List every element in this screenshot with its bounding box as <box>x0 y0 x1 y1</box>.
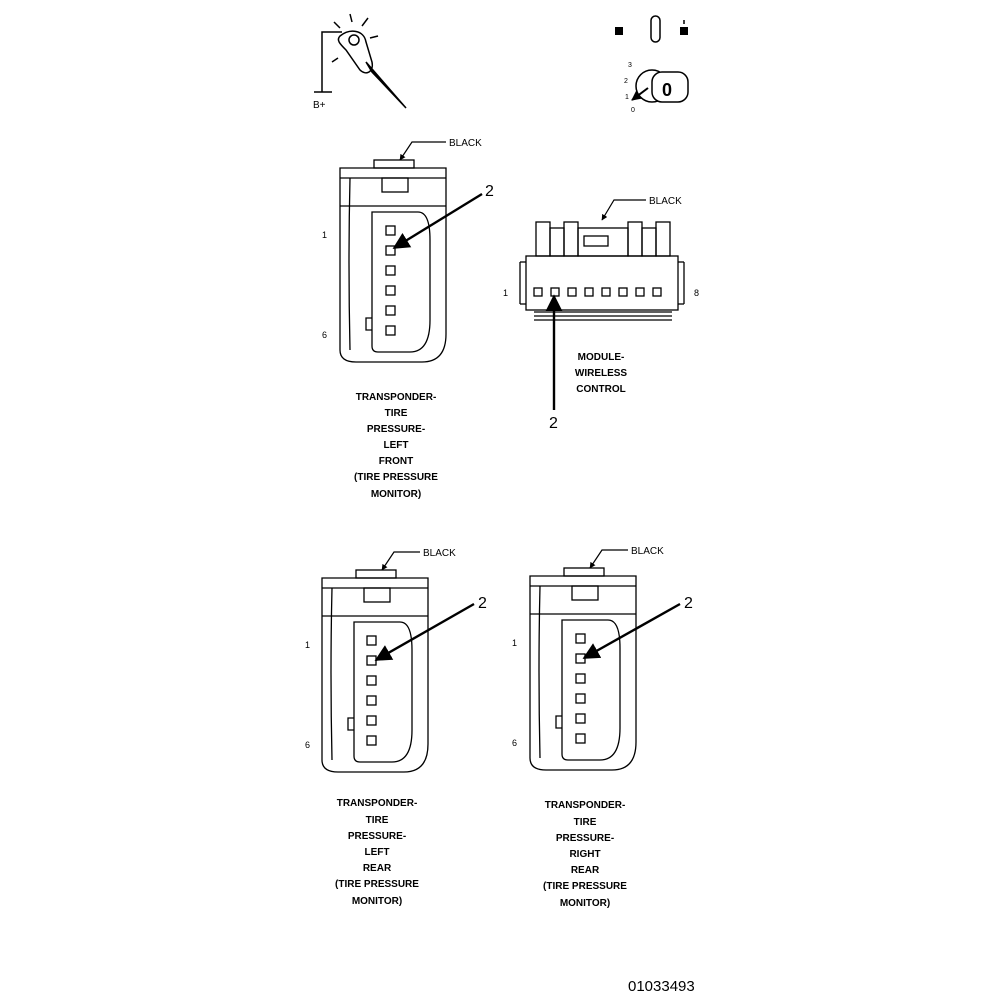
svg-text:LEFT: LEFT <box>384 440 409 451</box>
left-front-callout: 2 <box>485 183 494 200</box>
left-front-pin-first: 1 <box>322 230 327 240</box>
svg-text:REAR: REAR <box>571 865 600 876</box>
left-front-pin-last: 6 <box>322 330 327 340</box>
arrow-icon <box>589 549 628 569</box>
connector-module <box>519 221 685 321</box>
svg-text:TRANSPONDER-: TRANSPONDER- <box>356 392 437 403</box>
right-rear-caption: TRANSPONDER- TIRE PRESSURE- RIGHT REAR (… <box>543 800 627 909</box>
module-pin-first: 1 <box>503 288 508 298</box>
right-rear-pin-first: 1 <box>512 638 517 648</box>
svg-text:MONITOR): MONITOR) <box>560 898 610 909</box>
figure-number: 01033493 <box>628 978 695 995</box>
right-rear-color-label: BLACK <box>631 546 664 557</box>
ignition-position-1: 1 <box>625 94 629 101</box>
svg-text:CONTROL: CONTROL <box>576 384 625 395</box>
svg-text:TIRE: TIRE <box>366 815 389 826</box>
svg-text:RIGHT: RIGHT <box>569 849 600 860</box>
svg-text:MONITOR): MONITOR) <box>352 896 402 907</box>
ignition-switch-icon <box>615 15 689 103</box>
module-caption: MODULE- WIRELESS CONTROL <box>575 352 628 395</box>
left-rear-pin-first: 1 <box>305 640 310 650</box>
svg-text:PRESSURE-: PRESSURE- <box>367 424 425 435</box>
svg-text:TRANSPONDER-: TRANSPONDER- <box>545 800 626 811</box>
right-rear-callout-arrow <box>582 602 681 660</box>
svg-text:TIRE: TIRE <box>385 408 408 419</box>
module-pin-last: 8 <box>694 288 699 298</box>
test-light-icon <box>314 13 407 109</box>
svg-text:(TIRE PRESSURE: (TIRE PRESSURE <box>354 472 438 483</box>
right-rear-callout: 2 <box>684 595 693 612</box>
left-rear-callout: 2 <box>478 595 487 612</box>
svg-text:(TIRE PRESSURE: (TIRE PRESSURE <box>335 879 419 890</box>
ignition-key-label: 0 <box>662 80 672 100</box>
svg-text:FRONT: FRONT <box>379 456 413 467</box>
svg-text:MODULE-: MODULE- <box>578 352 625 363</box>
arrow-icon <box>399 141 446 161</box>
arrow-icon <box>601 199 646 221</box>
left-rear-color-label: BLACK <box>423 548 456 559</box>
ignition-position-3: 3 <box>628 62 632 69</box>
svg-text:PRESSURE-: PRESSURE- <box>348 831 406 842</box>
connector-left-rear <box>321 569 429 773</box>
right-rear-pin-last: 6 <box>512 738 517 748</box>
svg-text:(TIRE PRESSURE: (TIRE PRESSURE <box>543 881 627 892</box>
left-front-color-label: BLACK <box>449 138 482 149</box>
left-front-callout-arrow <box>392 192 483 250</box>
svg-text:MONITOR): MONITOR) <box>371 489 421 500</box>
left-rear-caption: TRANSPONDER- TIRE PRESSURE- LEFT REAR (T… <box>335 798 419 907</box>
svg-text:LEFT: LEFT <box>365 847 390 858</box>
connector-right-rear <box>529 567 637 771</box>
module-color-label: BLACK <box>649 196 682 207</box>
svg-text:PRESSURE-: PRESSURE- <box>556 833 614 844</box>
test-light-label: B+ <box>313 100 326 111</box>
ignition-position-2: 2 <box>624 78 628 85</box>
module-callout: 2 <box>549 415 558 432</box>
arrow-icon <box>381 551 420 571</box>
svg-text:TIRE: TIRE <box>574 817 597 828</box>
left-rear-callout-arrow <box>374 602 475 662</box>
svg-text:REAR: REAR <box>363 863 392 874</box>
left-rear-pin-last: 6 <box>305 740 310 750</box>
connector-left-front <box>339 159 447 363</box>
left-front-caption: TRANSPONDER- TIRE PRESSURE- LEFT FRONT (… <box>354 392 438 500</box>
svg-text:WIRELESS: WIRELESS <box>575 368 628 379</box>
ignition-position-0: 0 <box>631 107 635 114</box>
svg-text:TRANSPONDER-: TRANSPONDER- <box>337 798 418 809</box>
